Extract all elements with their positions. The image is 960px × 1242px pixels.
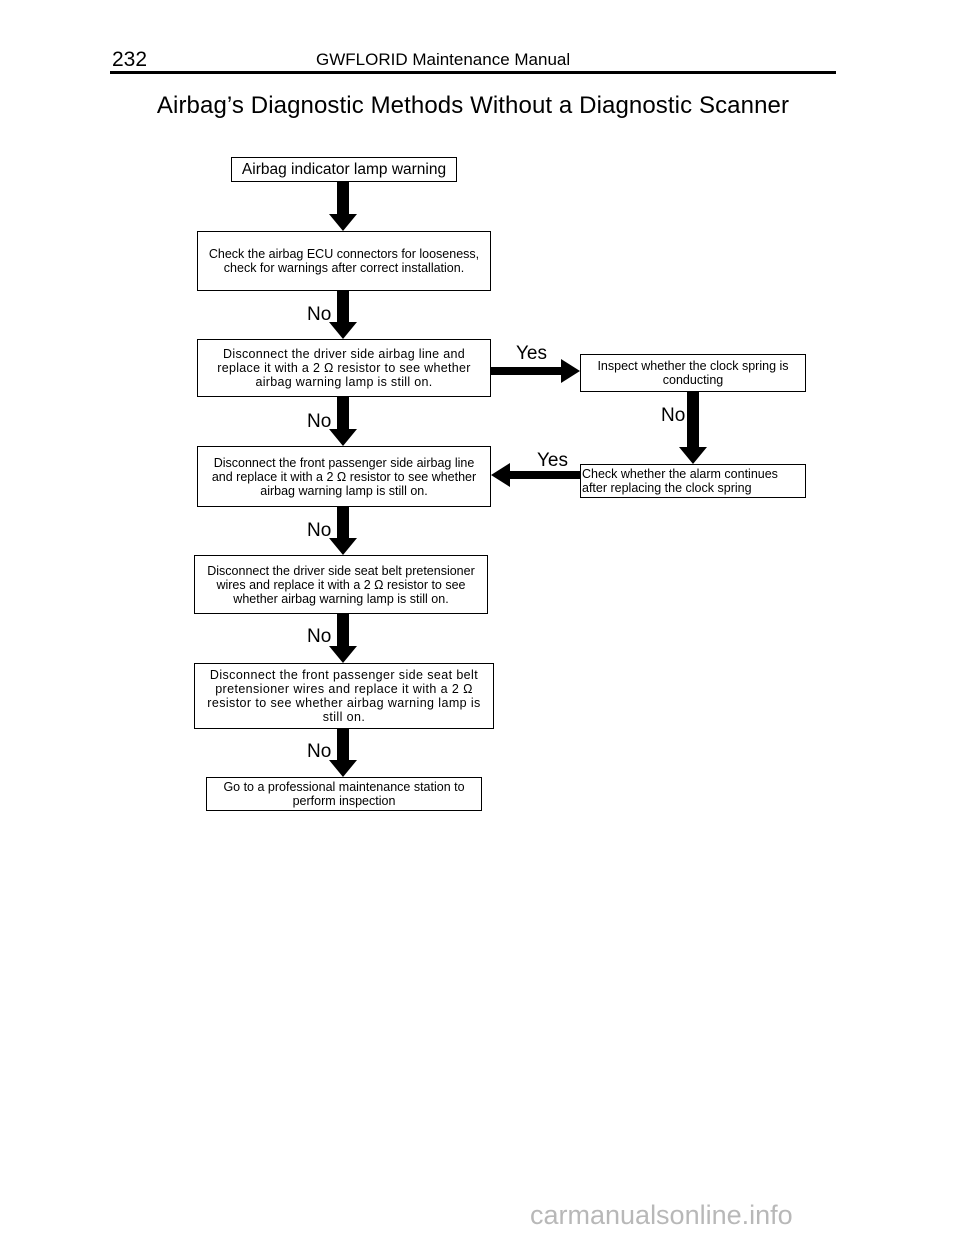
arrow-step1-to-step2 [329, 291, 357, 339]
arrow-step4-to-step5 [329, 614, 357, 663]
arrow-alarm-check-to-step3 [491, 463, 580, 487]
manual-title: GWFLORID Maintenance Manual [316, 50, 571, 69]
flow-box-start: Airbag indicator lamp warning [231, 157, 457, 182]
arrow-step5-to-step6 [329, 729, 357, 777]
label-no-4: No [307, 520, 332, 541]
label-no-6: No [307, 741, 332, 762]
watermark: carmanualsonline.info [530, 1200, 793, 1230]
document-title: Airbag’s Diagnostic Methods Without a Di… [156, 92, 790, 119]
header-rule [110, 71, 836, 74]
flow-box-clock-spring: Inspect whether the clock spring is cond… [580, 354, 806, 392]
label-no-1: No [307, 304, 332, 325]
page-number: 232 [112, 48, 148, 71]
label-no-3: No [661, 405, 686, 426]
flow-box-step1-check-connectors: Check the airbag ECU connectors for loos… [197, 231, 491, 291]
label-no-2: No [307, 411, 332, 432]
flow-box-step5-passenger-pretensioner: Disconnect the front passenger side seat… [194, 663, 494, 729]
label-yes-1: Yes [516, 343, 547, 364]
label-yes-2: Yes [537, 450, 568, 471]
arrow-step2-to-clock-spring [491, 359, 580, 383]
arrow-clock-spring-to-alarm-check [679, 392, 707, 464]
label-no-5: No [307, 626, 332, 647]
flow-box-step4-driver-pretensioner: Disconnect the driver side seat belt pre… [194, 555, 488, 614]
flow-box-step3-passenger-airbag: Disconnect the front passenger side airb… [197, 446, 491, 507]
flow-box-step2-driver-airbag: Disconnect the driver side airbag line a… [197, 339, 491, 397]
arrow-start-to-step1 [329, 182, 357, 231]
flow-box-alarm-check: Check whether the alarm continues after … [580, 464, 806, 498]
arrow-step2-to-step3 [329, 397, 357, 446]
flow-box-step6-professional-inspection: Go to a professional maintenance station… [206, 777, 482, 811]
arrow-step3-to-step4 [329, 507, 357, 555]
